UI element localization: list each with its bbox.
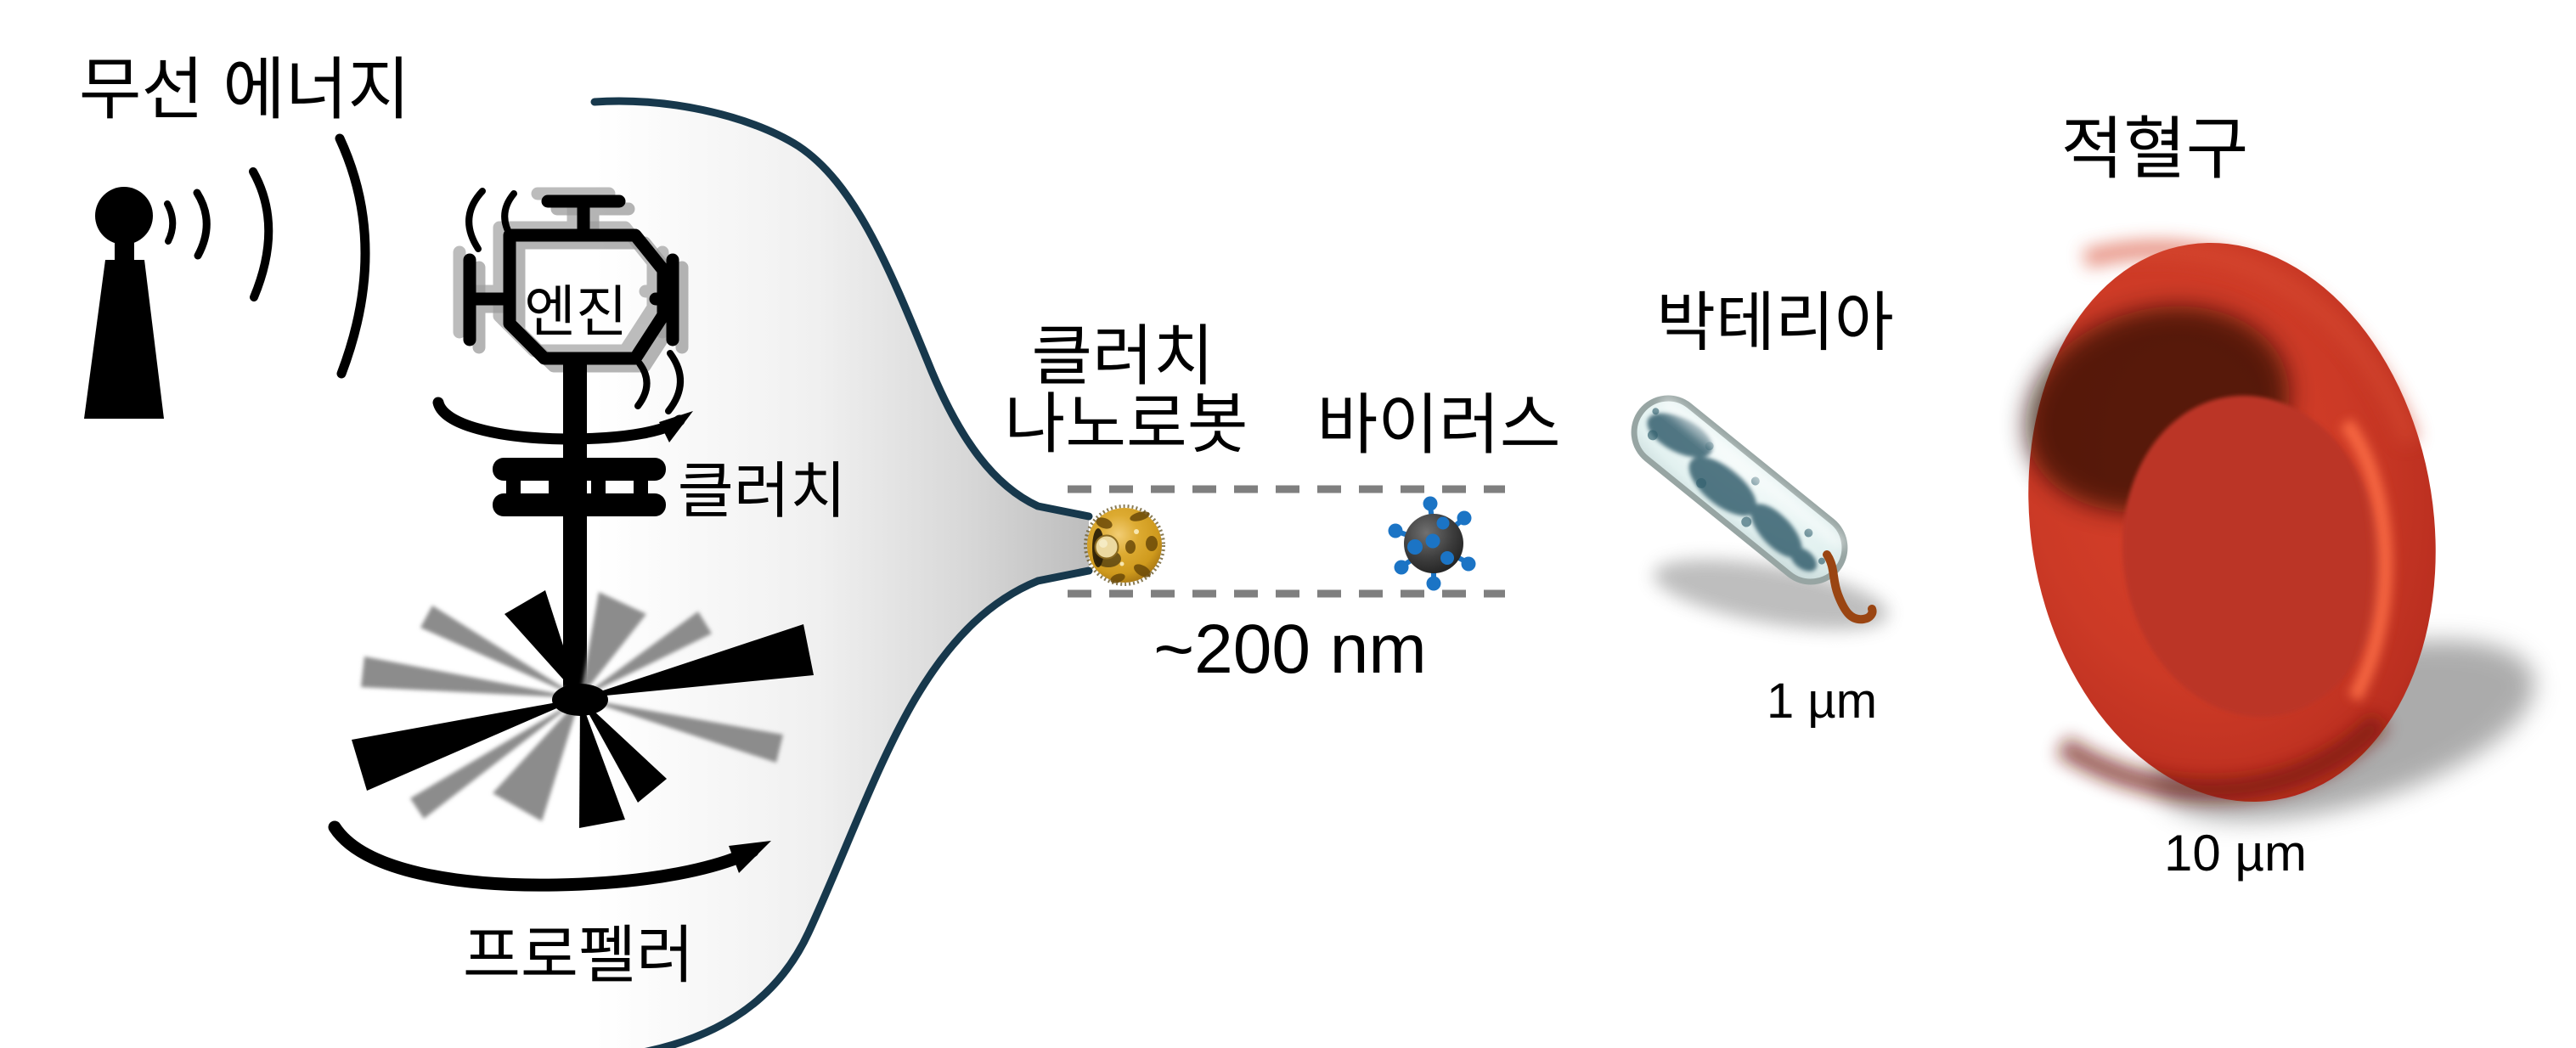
- magnifier-funnel: [590, 97, 1093, 1048]
- clutch-icon: [493, 458, 666, 516]
- radio-waves-icon: [164, 133, 370, 379]
- clutch-label: 클러치: [678, 458, 847, 526]
- bacteria-icon: [1631, 395, 1888, 630]
- red-blood-cell-scale-label: 10 µm: [2164, 825, 2307, 882]
- engine-label: 엔진: [524, 280, 627, 343]
- nanorobot-icon: [1084, 504, 1165, 586]
- wireless-energy-label: 무선 에너지: [79, 52, 410, 127]
- propeller-icon: [352, 590, 814, 828]
- bacteria-label: 박테리아: [1656, 287, 1894, 359]
- rotation-arrow-top-icon: [432, 397, 693, 445]
- virus-label: 바이러스: [1316, 387, 1560, 462]
- nanorobot-label-line1: 클러치: [1031, 318, 1214, 393]
- flagellum: [1823, 550, 1877, 624]
- nanorobot-scale-label: ~200 nm: [1153, 611, 1426, 688]
- red-blood-cell-label: 적혈구: [2061, 111, 2249, 187]
- bacteria-scale-label: 1 µm: [1767, 673, 1877, 729]
- red-blood-cell-icon: [2025, 239, 2535, 821]
- funnel-bottom-edge: [644, 566, 1093, 1048]
- rotation-arrow-bottom-icon: [328, 820, 771, 892]
- funnel-fill: [595, 100, 1089, 1048]
- propeller-label: 프로펠러: [463, 920, 694, 990]
- nanorobot-label-line2: 나노로봇: [1004, 386, 1248, 461]
- virus-icon: [1388, 496, 1476, 591]
- vibration-arcs-icon: [465, 188, 684, 414]
- funnel-top-edge: [590, 97, 1093, 521]
- drive-shaft: [563, 355, 587, 707]
- antenna-icon: [84, 187, 164, 419]
